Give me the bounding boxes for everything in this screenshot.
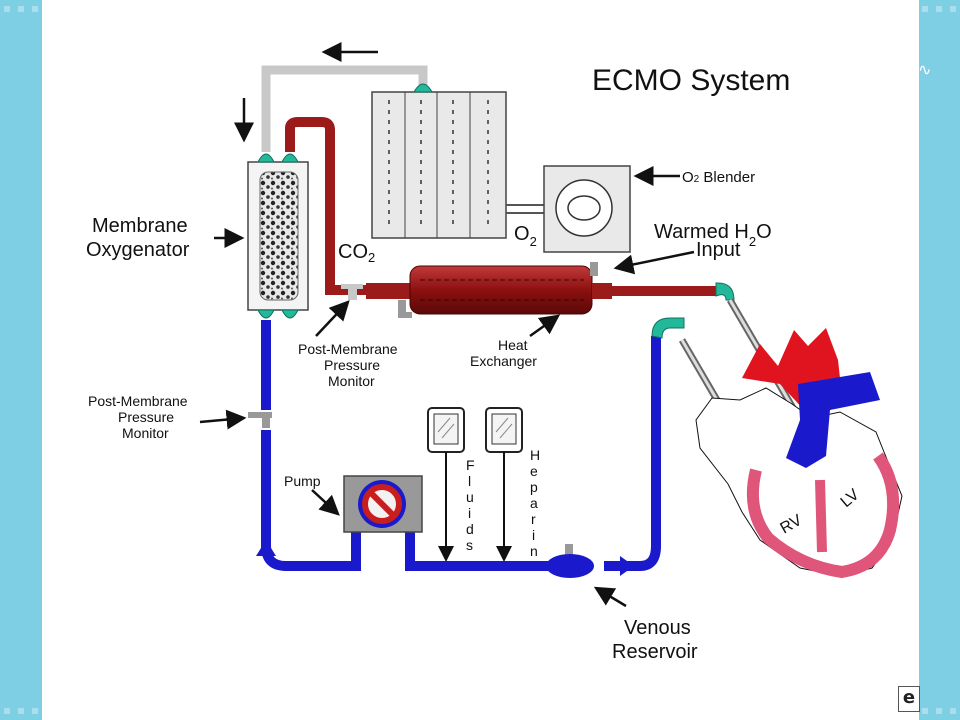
logo-icon: e (898, 686, 920, 712)
oxygenator-label-2: Oxygenator (86, 239, 190, 261)
pump-arrow (311, 489, 340, 516)
svg-text:l: l (468, 473, 471, 489)
post-membrane-upper-3: Monitor (328, 373, 375, 389)
svg-text:u: u (466, 489, 474, 505)
co2-label: CO2 (338, 241, 375, 265)
venous-connector (651, 317, 685, 339)
svg-text:a: a (530, 495, 538, 511)
fluid-bag-icon (427, 407, 465, 562)
heart-icon (695, 328, 903, 579)
pump-label: Pump (284, 473, 321, 489)
arterial-line-1 (285, 117, 400, 295)
svg-text:i: i (532, 527, 535, 543)
post-membrane-upper-2: Pressure (324, 357, 380, 373)
pump (343, 475, 423, 533)
corner-dots-bottom-left (4, 708, 38, 714)
heat-exchanger-label-2: Exchanger (470, 353, 537, 369)
heat-exchanger-label-1: Heat (498, 337, 528, 353)
warmed-water-arrow (613, 250, 695, 275)
venous-reservoir-label-2: Reservoir (612, 641, 698, 663)
oxygenator-label-1: Membrane (92, 215, 188, 237)
svg-text:r: r (531, 511, 536, 527)
svg-text:n: n (530, 543, 538, 559)
corner-dots-top-right (922, 6, 956, 12)
heparin-label: H e p a r i n (530, 447, 540, 559)
gas-return-tube (261, 65, 428, 152)
pump-no-symbol-icon (367, 489, 397, 519)
heparin-bag-icon (485, 407, 523, 562)
post-membrane-lower-3: Monitor (122, 425, 169, 441)
corner-dots-top-left (4, 6, 38, 12)
svg-text:H: H (530, 447, 540, 463)
svg-text:e: e (530, 463, 538, 479)
post-membrane-lower-2: Pressure (118, 409, 174, 425)
svg-text:i: i (468, 505, 471, 521)
post-membrane-upper-arrow (315, 300, 350, 337)
swirl-icon: ∿ (918, 62, 932, 79)
svg-text:p: p (530, 479, 538, 495)
corner-dots-bottom-right (922, 708, 956, 714)
post-membrane-upper-1: Post-Membrane (298, 341, 398, 357)
warmed-water-label-2: Input (696, 239, 741, 261)
post-membrane-lower-1: Post-Membrane (88, 393, 188, 409)
svg-text:d: d (466, 521, 474, 537)
arterial-connector (715, 282, 735, 301)
venous-line (261, 320, 661, 571)
gas-exchanger-box (371, 83, 507, 239)
membrane-oxygenator (247, 153, 309, 319)
diagram-title: ECMO System (592, 64, 790, 97)
svg-text:F: F (466, 457, 475, 473)
venous-reservoir (546, 544, 594, 578)
o2-blender (543, 165, 631, 253)
heat-exchanger-arrow (529, 314, 561, 338)
o2-label: O2 (514, 223, 537, 249)
svg-text:s: s (466, 537, 473, 553)
warmed-water-label: Warmed H2O (654, 221, 772, 249)
reservoir-arrow (593, 586, 627, 608)
post-membrane-lower-arrow (199, 409, 247, 430)
fluids-label: F l u i d s (466, 457, 475, 553)
venous-reservoir-label-1: Venous (624, 617, 691, 639)
o2-blender-label: O2 Blender (682, 169, 755, 186)
heat-exchanger (366, 262, 612, 318)
